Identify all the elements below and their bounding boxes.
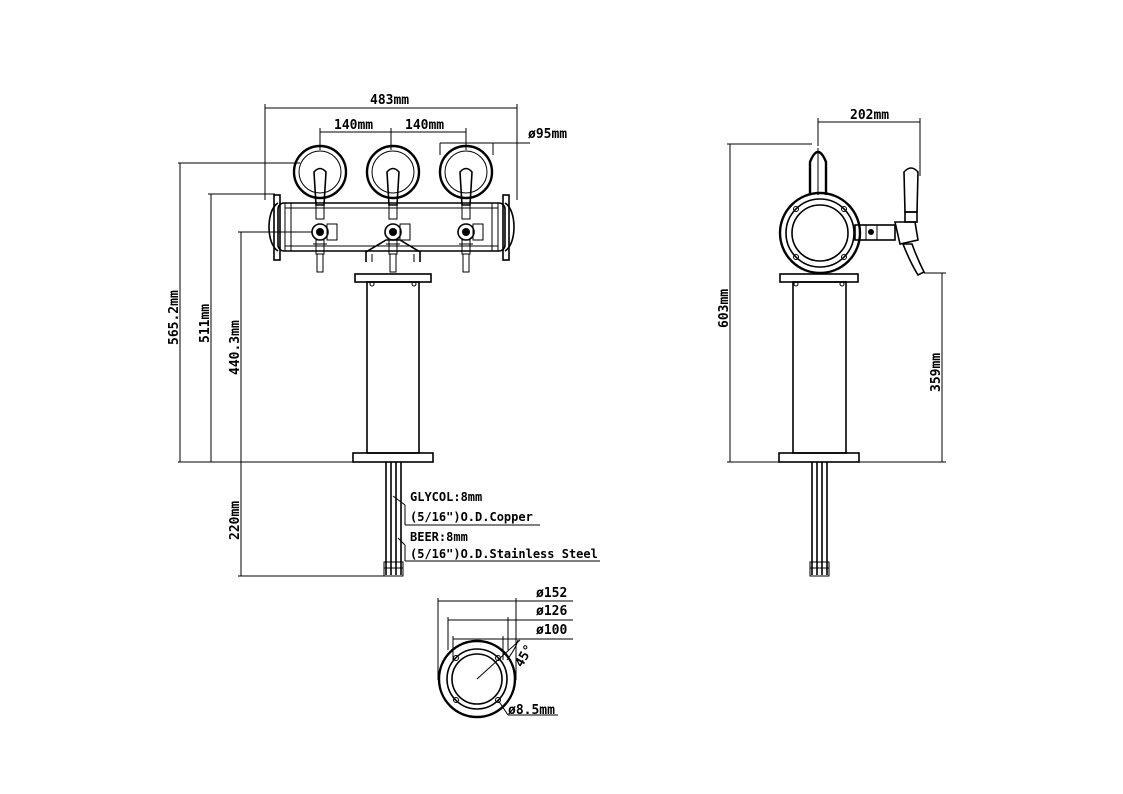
dim-height-total: 603mm [717, 143, 812, 463]
note-glycol-1: GLYCOL:8mm [410, 490, 482, 504]
label-overall-width: 483mm [370, 93, 409, 108]
label-medallion-diameter: ø95mm [528, 127, 567, 142]
label-base-hole: ø8.5mm [508, 703, 555, 718]
label-height-total: 603mm [717, 289, 732, 328]
faucet-right [457, 167, 484, 273]
dim-base-outer: ø152 [437, 586, 573, 680]
side-base-flange [778, 452, 860, 463]
dim-height-faucet: 440.3mm [228, 231, 312, 462]
note-beer-2: (5/16")O.D.Stainless Steel [410, 547, 598, 561]
faucet-center [384, 167, 411, 273]
label-tube-length: 220mm [228, 501, 243, 540]
base-flange-plan [437, 639, 521, 719]
label-height-mid: 511mm [198, 304, 213, 343]
label-height-spout: 359mm [929, 353, 944, 392]
front-view: 483mm 140mm 140mm ø95mm [167, 93, 600, 577]
dim-height-spout: 359mm [859, 272, 946, 463]
dim-tube-length: 220mm [228, 462, 384, 577]
side-tubing [809, 462, 830, 577]
dim-overall-width: 483mm [264, 93, 518, 200]
side-barrel [778, 191, 862, 275]
medallion-right [438, 144, 494, 200]
dim-depth: 202mm [817, 108, 921, 176]
label-spacing-left: 140mm [334, 118, 373, 133]
column [366, 281, 420, 454]
note-beer-1: BEER:8mm [410, 530, 468, 544]
base-view: ø152 ø126 ø100 45° [437, 586, 573, 719]
label-depth: 202mm [850, 108, 889, 123]
side-column [792, 281, 847, 454]
dim-medallion-diameter: ø95mm [439, 127, 567, 155]
base-flange [352, 452, 434, 463]
dim-base-hole: ø8.5mm [497, 699, 558, 718]
label-base-bolt: ø126 [536, 604, 567, 619]
label-height-top: 565.2mm [167, 290, 182, 345]
side-view: 202mm [717, 108, 946, 577]
dim-base-inner: ø100 [452, 623, 573, 660]
medallion-center [365, 144, 421, 200]
dim-height-top: 565.2mm [167, 162, 355, 463]
side-medallion [808, 148, 828, 195]
note-glycol-2: (5/16")O.D.Copper [410, 510, 533, 524]
tubing-notes: GLYCOL:8mm (5/16")O.D.Copper BEER:8mm (5… [392, 490, 600, 562]
side-faucet [854, 167, 926, 277]
dim-height-mid: 511mm [198, 193, 275, 462]
tubing-bundle [383, 462, 404, 577]
faucet-left [311, 167, 338, 273]
label-base-inner: ø100 [536, 623, 567, 638]
tower-neck [365, 239, 421, 262]
dim-tap-spacing: 140mm 140mm [319, 118, 467, 150]
label-base-outer: ø152 [536, 586, 567, 601]
label-height-faucet: 440.3mm [228, 320, 243, 375]
medallion-left [292, 144, 348, 200]
dim-base-bolt: ø126 [447, 604, 573, 650]
label-spacing-right: 140mm [405, 118, 444, 133]
